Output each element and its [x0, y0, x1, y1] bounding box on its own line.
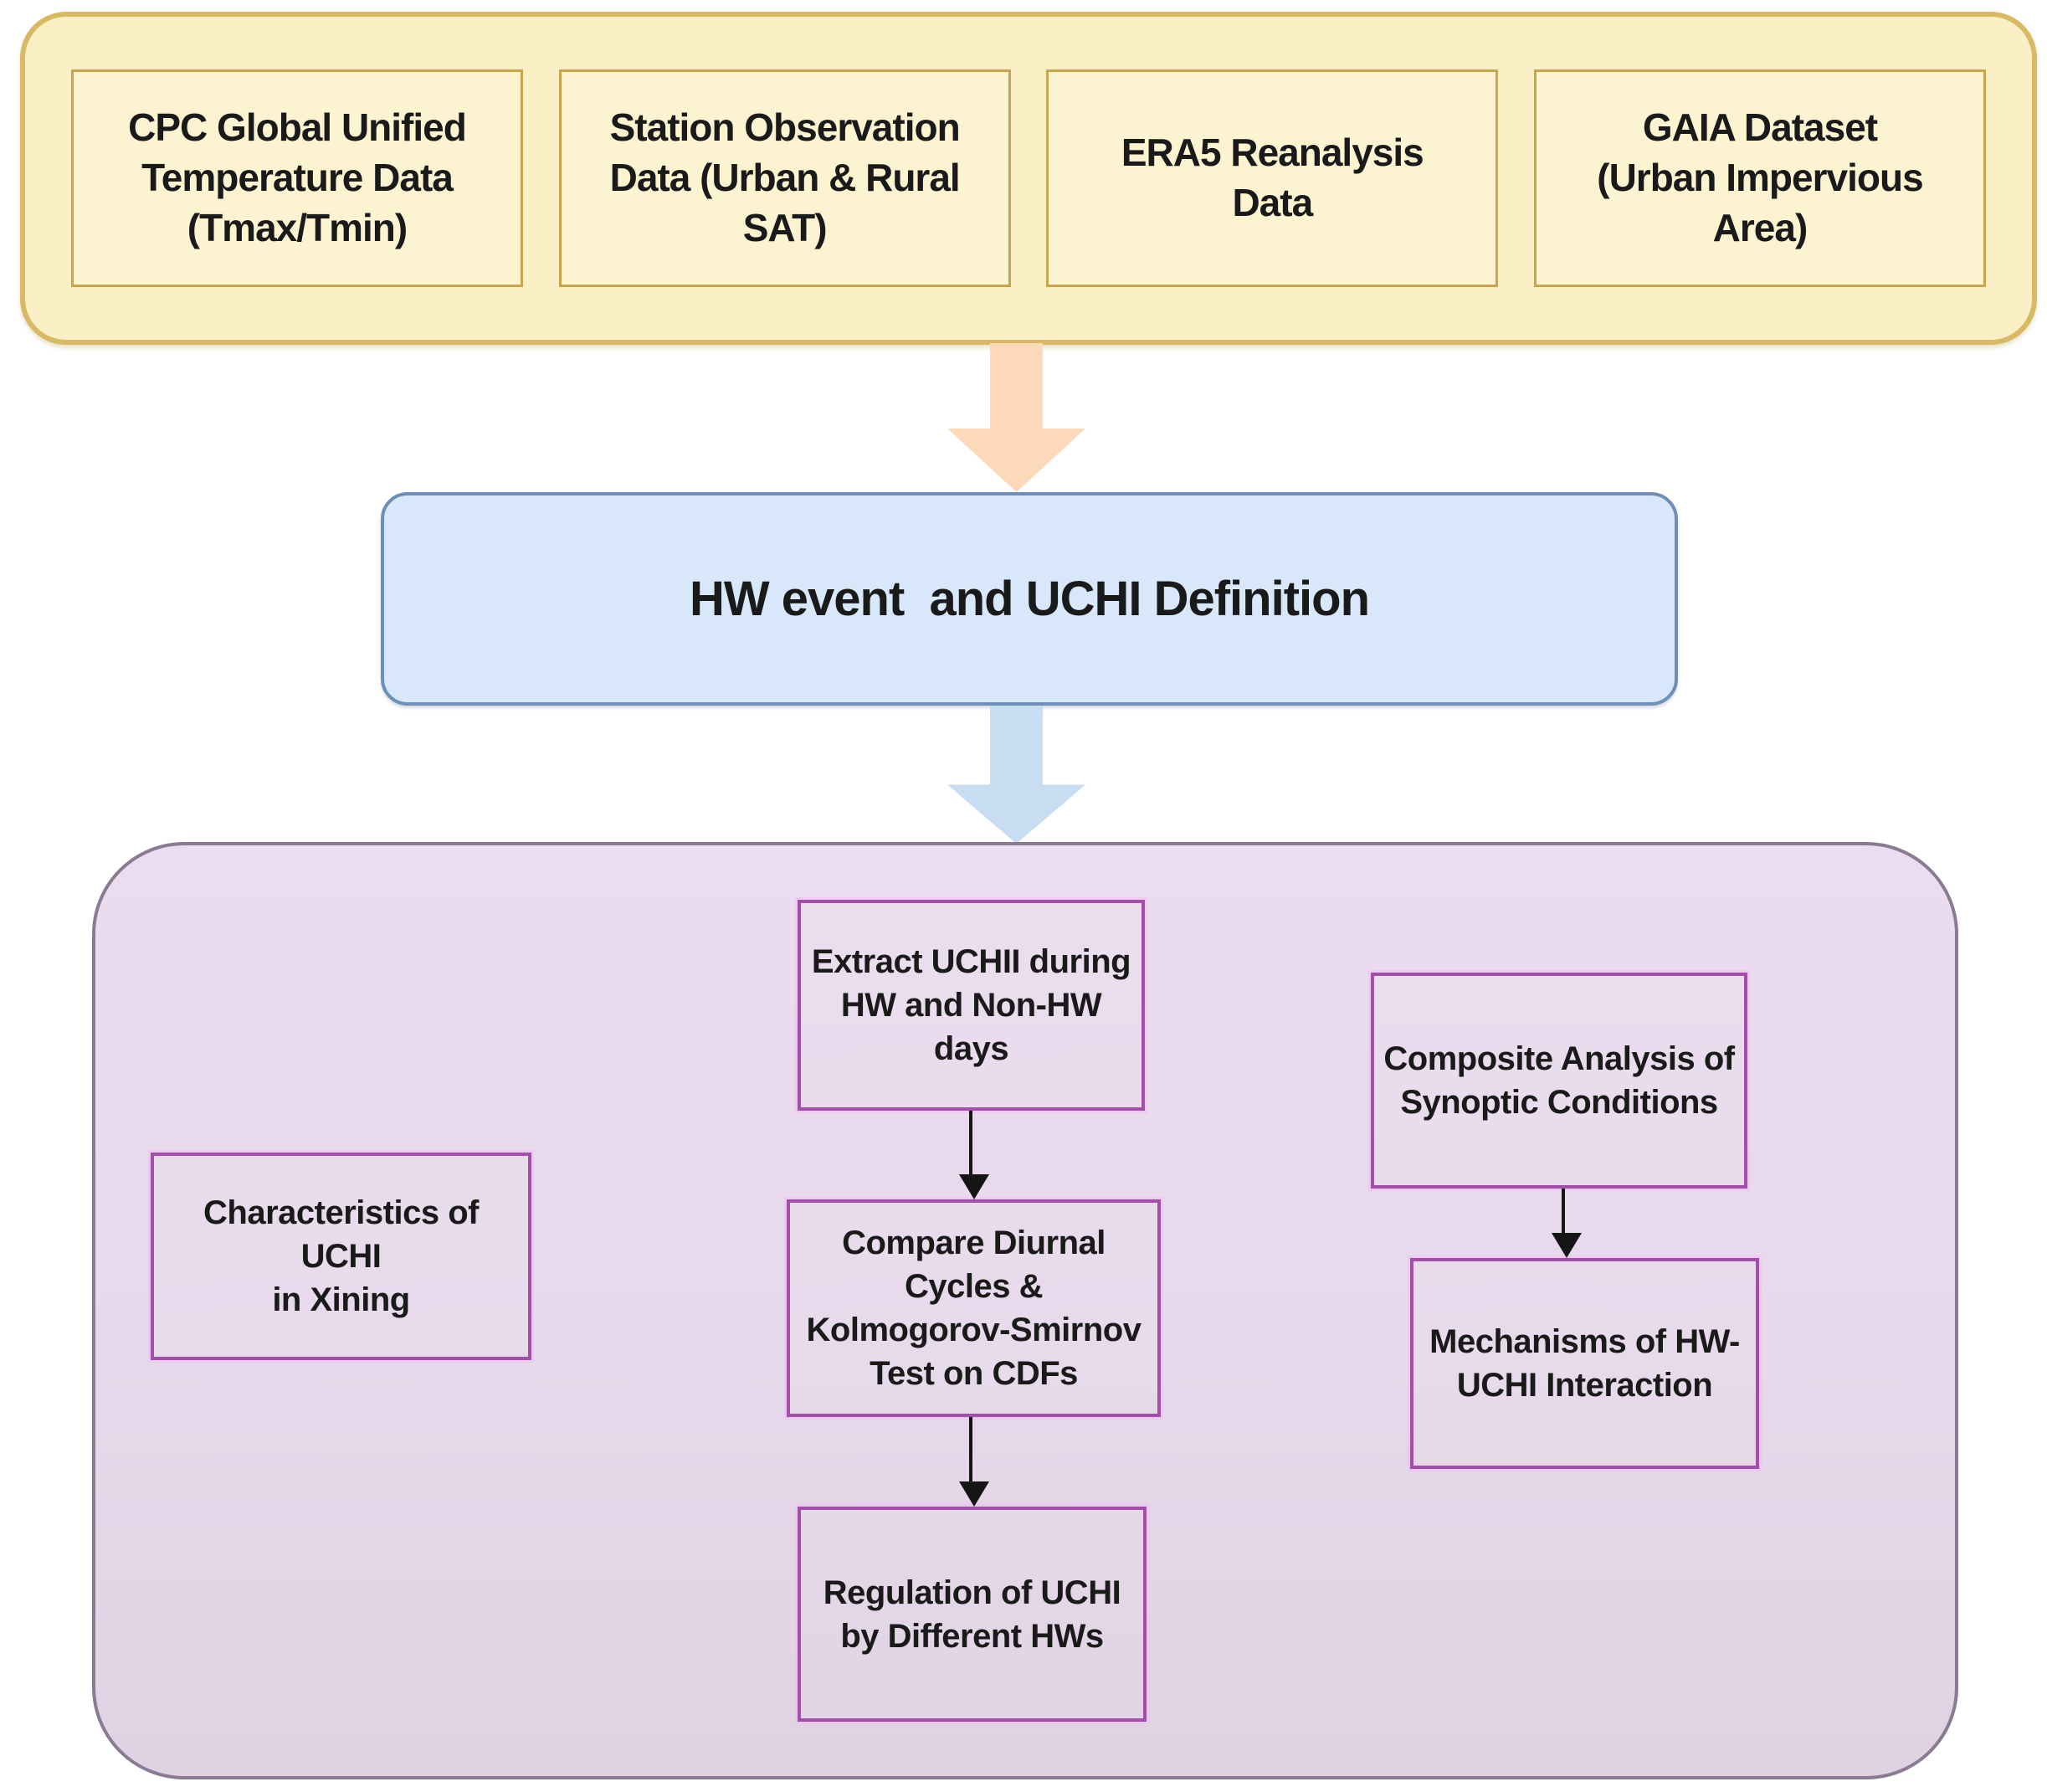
box-compare-diurnal: Compare Diurnal Cycles & Kolmogorov-Smir… — [787, 1199, 1161, 1417]
data-sources-panel: CPC Global Unified Temperature Data (Tma… — [20, 12, 2037, 345]
box-extract-uchii-label: Extract UCHII during HW and Non-HW days — [811, 943, 1131, 1067]
source-box-gaia: GAIA Dataset (Urban Impervious Area) — [1533, 69, 1986, 287]
analysis-panel: Characteristics of UCHI in Xining Extrac… — [92, 842, 1958, 1779]
box-extract-uchii: Extract UCHII during HW and Non-HW days — [798, 900, 1145, 1111]
box-characteristics: Characteristics of UCHI in Xining — [151, 1153, 531, 1360]
box-regulation-label: Regulation of UCHI by Different HWs — [823, 1574, 1121, 1655]
source-box-station-label: Station Observation Data (Urban & Rural … — [609, 105, 961, 249]
box-mechanisms-label: Mechanisms of HW- UCHI Interaction — [1429, 1323, 1740, 1404]
definition-box: HW event and UCHI Definition — [381, 492, 1678, 706]
box-composite-analysis: Composite Analysis of Synoptic Condition… — [1371, 973, 1747, 1189]
definition-box-label: HW event and UCHI Definition — [690, 572, 1370, 626]
box-characteristics-label: Characteristics of UCHI in Xining — [203, 1194, 479, 1318]
source-box-cpc-label: CPC Global Unified Temperature Data (Tma… — [128, 105, 467, 249]
source-box-era5-label: ERA5 Reanalysis Data — [1121, 131, 1424, 224]
arrow-compare-to-regulation-icon — [959, 1417, 989, 1507]
box-compare-diurnal-label: Compare Diurnal Cycles & Kolmogorov-Smir… — [806, 1225, 1141, 1392]
box-mechanisms: Mechanisms of HW- UCHI Interaction — [1410, 1258, 1759, 1469]
source-box-cpc: CPC Global Unified Temperature Data (Tma… — [71, 69, 523, 287]
arrow-extract-to-compare-icon — [959, 1111, 989, 1199]
arrow-composite-to-mechanisms-icon — [1552, 1189, 1582, 1258]
source-box-era5: ERA5 Reanalysis Data — [1046, 69, 1499, 287]
box-regulation: Regulation of UCHI by Different HWs — [798, 1507, 1147, 1722]
box-composite-analysis-label: Composite Analysis of Synoptic Condition… — [1383, 1040, 1735, 1121]
source-box-station: Station Observation Data (Urban & Rural … — [558, 69, 1011, 287]
down-block-arrow-blue-icon — [947, 706, 1085, 844]
source-box-gaia-label: GAIA Dataset (Urban Impervious Area) — [1597, 105, 1923, 249]
down-block-arrow-orange-icon — [947, 343, 1085, 492]
